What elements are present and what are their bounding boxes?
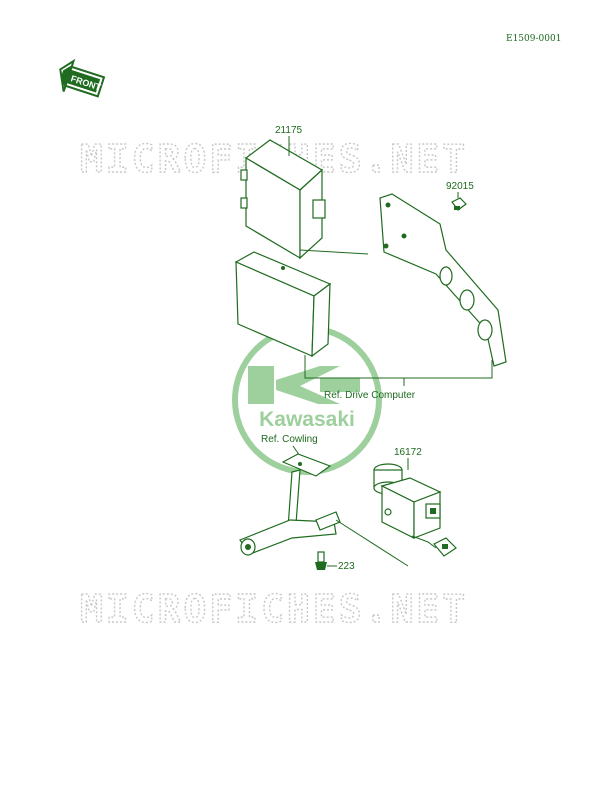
- part-number-16172: 16172: [394, 447, 422, 458]
- holder-tray: [234, 251, 332, 358]
- part-21175-unit: [240, 139, 326, 260]
- part-number-223: 223: [338, 561, 355, 572]
- ref-drive-computer: Ref. Drive Computer: [324, 390, 416, 401]
- stay-bracket: [239, 453, 341, 556]
- leader-drive-computer: [304, 355, 493, 379]
- kawasaki-logo-text: Kawasaki: [259, 408, 355, 431]
- part-223-bolt: [315, 551, 327, 570]
- part-16172-relay: [373, 463, 457, 557]
- diagram-code: E1509-0001: [506, 34, 561, 44]
- leader-tray-to-bracket: [299, 249, 369, 255]
- leader-stay-to-relay: [335, 519, 409, 567]
- ref-cowling: Ref. Cowling: [261, 434, 318, 445]
- mount-bracket: [379, 193, 507, 367]
- front-arrow-icon: FRONT: [59, 58, 106, 98]
- part-number-21175: 21175: [275, 125, 303, 136]
- kawasaki-logo: Kawasaki: [232, 325, 382, 475]
- part-92015-bolt: [451, 197, 467, 211]
- part-number-92015: 92015: [446, 181, 474, 192]
- watermark-bottom: MICROFICHES.NET: [80, 587, 468, 631]
